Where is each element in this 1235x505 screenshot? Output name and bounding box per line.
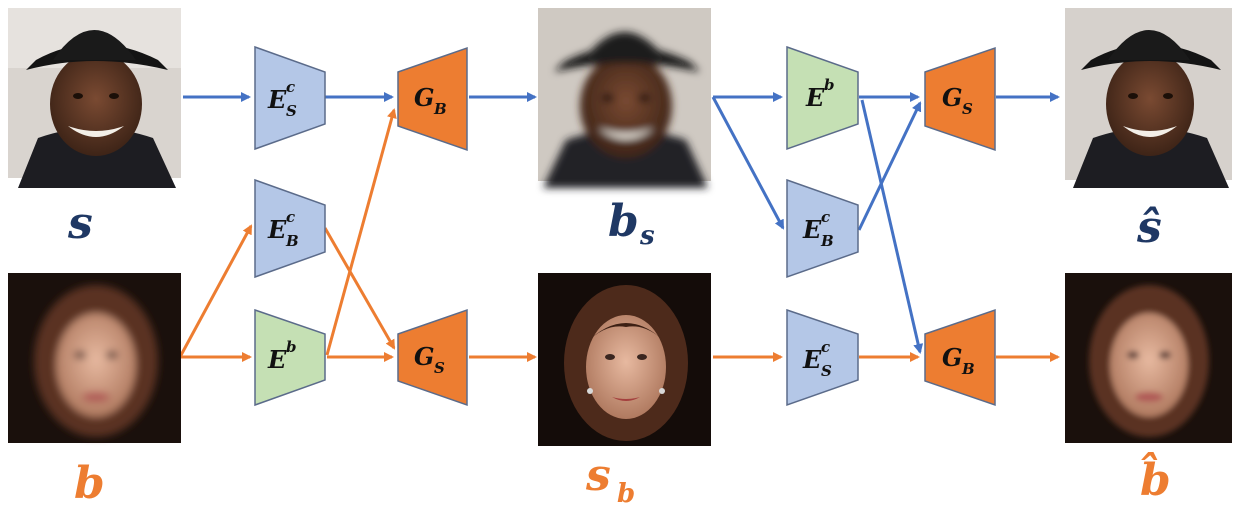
arrow-bs-to-ebc xyxy=(711,96,785,230)
blue-flow-arrows xyxy=(183,92,1060,354)
image-s-hat xyxy=(1065,8,1232,188)
svg-text:G: G xyxy=(942,343,963,372)
svg-text:B: B xyxy=(820,232,834,250)
svg-text:E: E xyxy=(267,85,287,114)
svg-text:S: S xyxy=(286,102,297,120)
module-e-s-c-1: E c S xyxy=(254,45,326,151)
module-e-b-c-2: E c B xyxy=(786,178,859,279)
svg-text:S: S xyxy=(962,100,973,118)
arrow-ebc-to-gs xyxy=(857,101,922,231)
module-g-b-1: G B xyxy=(397,46,468,152)
svg-text:G: G xyxy=(414,83,435,112)
svg-text:E: E xyxy=(267,345,287,374)
svg-text:c: c xyxy=(821,208,830,226)
arrow-ebc-to-gs xyxy=(323,227,396,350)
caption-s: s xyxy=(67,198,93,249)
arrow-eb-to-gb xyxy=(325,108,397,356)
svg-text:b: b xyxy=(824,76,835,94)
module-e-b-c-1: E c B xyxy=(254,178,326,279)
caption-s-b-main: s xyxy=(585,450,611,501)
image-b-hat xyxy=(1065,273,1232,443)
svg-text:E: E xyxy=(802,345,822,374)
caption-b: b xyxy=(74,458,105,505)
arrow-eb-to-gb xyxy=(860,99,924,354)
module-g-s-2: G S xyxy=(924,46,996,152)
svg-text:b: b xyxy=(286,338,297,356)
svg-text:B: B xyxy=(285,232,299,250)
svg-text:E: E xyxy=(802,215,822,244)
svg-text:S: S xyxy=(434,359,445,377)
svg-text:G: G xyxy=(942,83,963,112)
caption-b-s-main: b xyxy=(608,196,639,247)
svg-text:B: B xyxy=(961,360,975,378)
svg-text:E: E xyxy=(805,83,825,112)
svg-text:B: B xyxy=(433,100,447,118)
caption-s-b-sub: b xyxy=(617,479,635,505)
svg-text:c: c xyxy=(821,338,830,356)
svg-text:c: c xyxy=(286,208,295,226)
image-b xyxy=(8,273,181,443)
caption-s-hat: ŝ xyxy=(1136,202,1162,253)
module-e-b-2: E b xyxy=(786,45,859,151)
module-g-b-2: G B xyxy=(924,308,996,407)
orange-flow-arrows xyxy=(178,108,1060,362)
svg-text:c: c xyxy=(286,78,295,96)
arrow-b-to-ebc xyxy=(178,224,253,358)
module-e-b-1: E b xyxy=(254,308,326,407)
image-b-s xyxy=(538,8,711,188)
caption-b-hat: b̂ xyxy=(1140,450,1171,505)
module-g-s-1: G S xyxy=(397,308,468,407)
module-e-s-c-2: E c S xyxy=(786,308,859,407)
image-s-b xyxy=(538,273,711,446)
svg-text:G: G xyxy=(414,342,435,371)
svg-text:E: E xyxy=(267,215,287,244)
image-s xyxy=(8,8,181,188)
caption-b-s-sub: s xyxy=(639,221,655,251)
svg-text:S: S xyxy=(821,362,832,380)
